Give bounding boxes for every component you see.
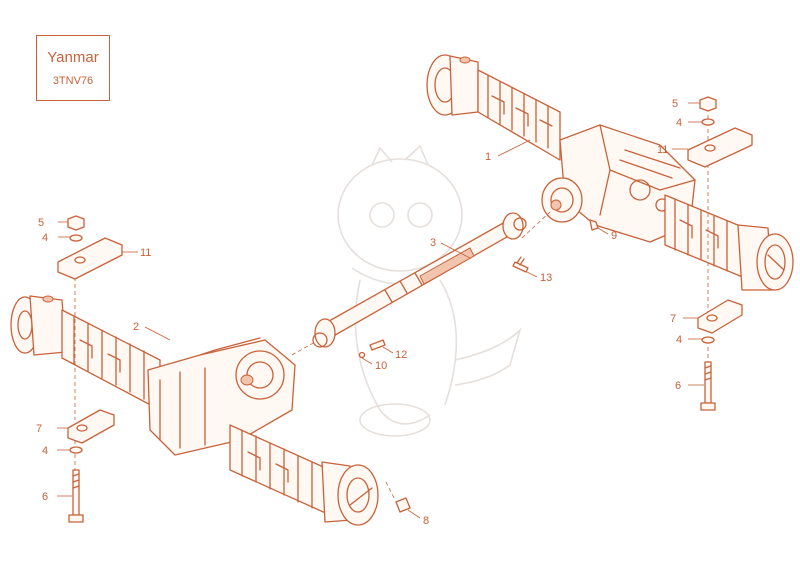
alignment-lines [74,115,709,499]
callout-13: 13 [540,272,552,284]
callout-7-left: 7 [36,423,42,435]
callout-4-left-bottom: 4 [42,445,48,457]
callout-5-left: 5 [38,217,44,229]
leader-lines [57,102,704,519]
drive-shaft[interactable] [312,212,527,348]
mount-plate-7-right [697,299,743,334]
callout-6-left: 6 [42,491,48,503]
bolt-12 [369,339,386,351]
callout-7-right: 7 [670,313,676,325]
callout-3: 3 [430,237,436,249]
callout-labels: 1 2 3 5 4 11 5 4 11 7 4 6 7 4 6 8 9 10 1… [36,98,682,527]
brand-name: Yanmar [47,48,99,66]
right-mount-hardware[interactable] [512,96,753,411]
callout-10: 10 [375,360,387,372]
title-block: Yanmar 3TNV76 [36,35,110,101]
front-axle-assembly[interactable] [10,295,379,526]
mount-plate-11-right [687,127,753,168]
callout-12: 12 [395,349,407,361]
callout-11-right: 11 [657,144,668,156]
callout-8: 8 [423,515,429,527]
plug-8 [395,497,411,513]
callout-5-right: 5 [672,98,678,110]
bolt-6-left [72,469,80,516]
callout-4-right-bottom: 4 [676,334,682,346]
nut-icon [699,96,717,112]
mount-plate-11-left [57,237,123,280]
bolt-13 [512,261,529,273]
nut-icon [67,215,85,231]
callout-6-right: 6 [675,380,681,392]
callout-9: 9 [611,230,617,242]
washer-icon [69,234,83,242]
callout-11-left: 11 [140,247,151,259]
callout-4-left-top: 4 [42,232,48,244]
model-number: 3TNV76 [52,74,94,87]
rear-axle-assembly[interactable] [426,54,794,291]
mount-plate-7-left [67,409,115,444]
callout-1: 1 [485,151,491,163]
callout-2: 2 [133,321,139,333]
callout-4-right-top: 4 [676,117,682,129]
left-mount-hardware[interactable] [57,215,411,523]
watermark-mascot [337,144,522,437]
washer-icon [701,118,715,126]
pin-10 [358,351,366,359]
